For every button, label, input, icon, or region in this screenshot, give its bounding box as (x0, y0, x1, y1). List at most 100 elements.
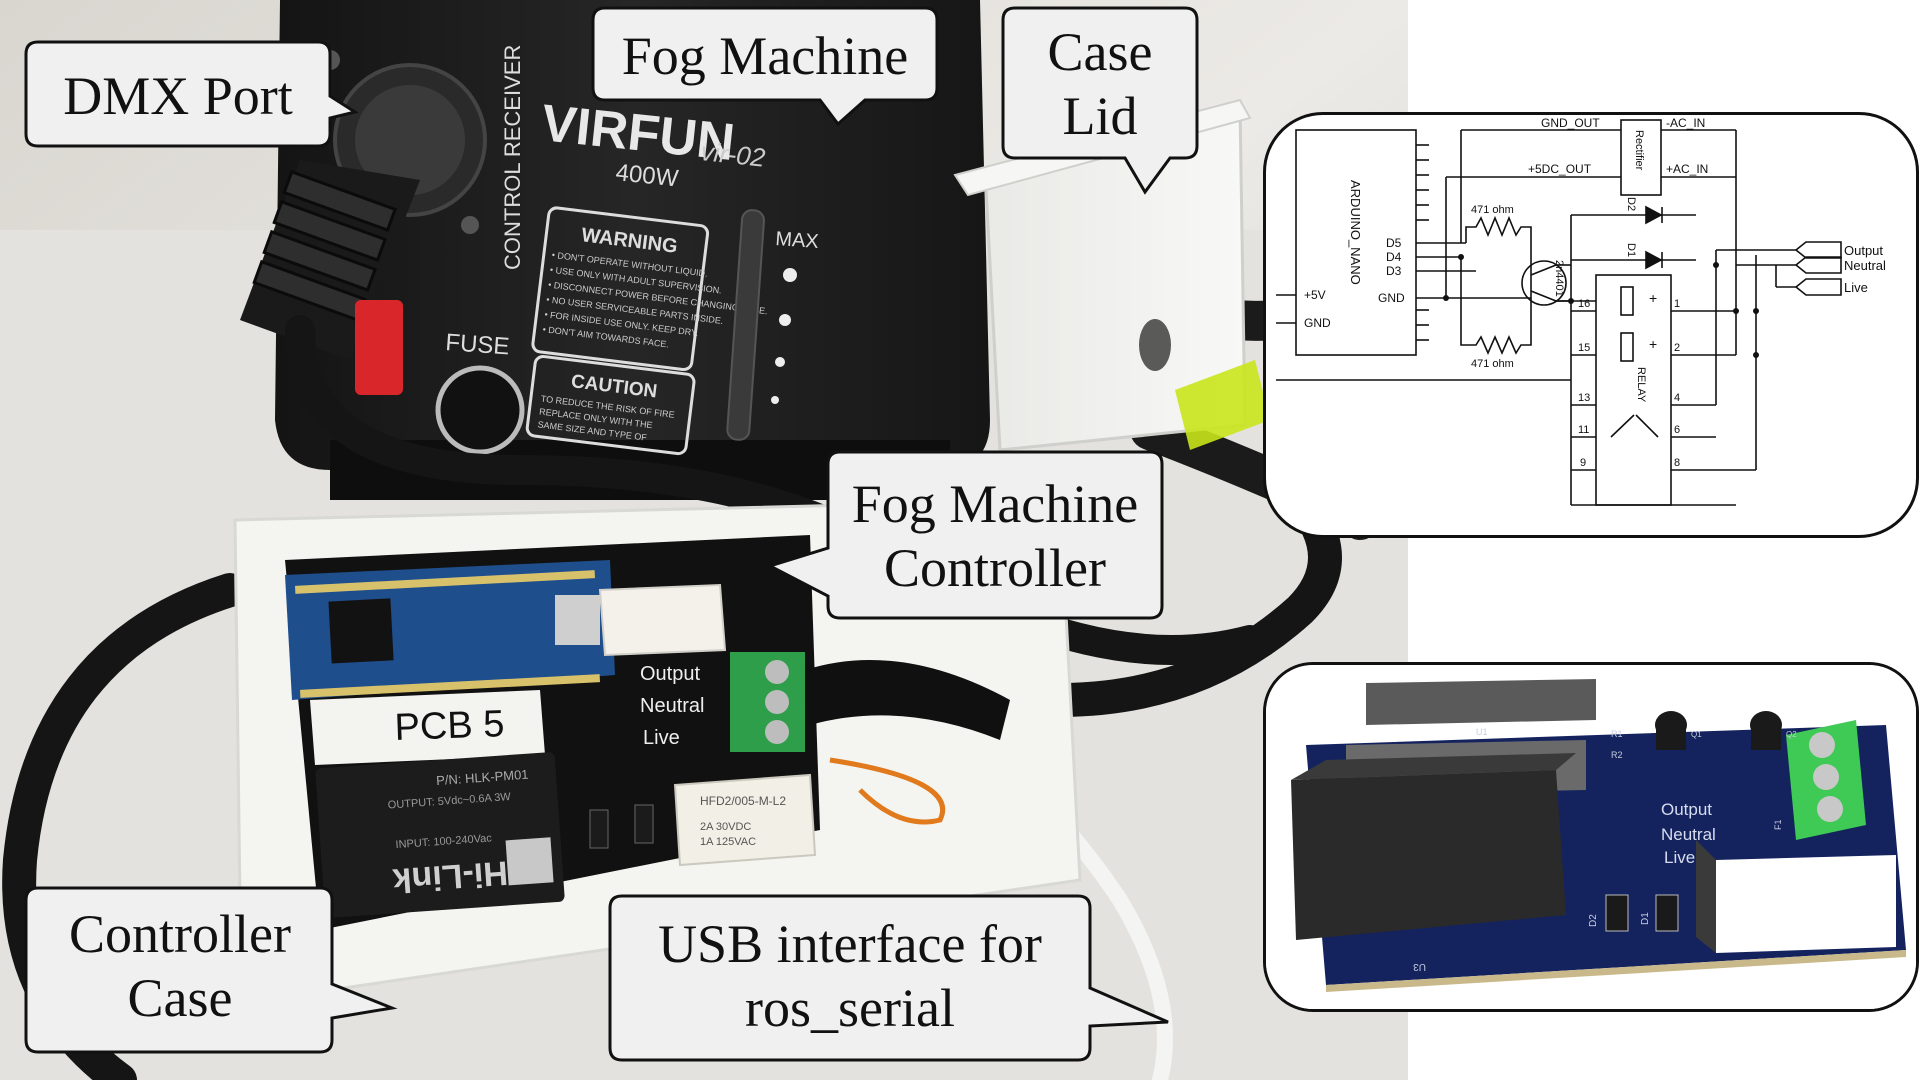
schematic-output-label: Live (1844, 280, 1868, 295)
level-dot (775, 357, 785, 367)
schematic-pin-label: +5V (1304, 288, 1326, 302)
schematic-output-label: Output (1844, 243, 1883, 258)
schematic-ac-in-plus: +AC_IN (1666, 162, 1708, 176)
callout-fog-machine-controller-text: Controller (884, 538, 1106, 598)
callout-usb-interface: USB interface for ros_serial (608, 894, 1169, 1062)
pcb3d-ref: R1 (1611, 729, 1623, 739)
pcb3d-ref: Q1 (1691, 730, 1702, 739)
pcb3d-ref: D2 (1588, 914, 1599, 927)
callout-controller-case: Controller Case (24, 886, 398, 1054)
usb-plug (598, 583, 727, 657)
diode-d1 (634, 804, 654, 844)
diode-d2-symbol (1645, 205, 1663, 225)
screw-icon (461, 216, 479, 234)
callout-fog-machine-text: Fog Machine (622, 26, 908, 86)
schematic-pin-label: GND (1378, 291, 1405, 305)
pcb-terminal-block (1786, 720, 1866, 840)
relay-component: HFD2/005-M-L2 2A 30VDC 1A 125VAC (673, 773, 817, 867)
power-module-brand: Hi-Link (391, 853, 509, 899)
qr-code (505, 837, 554, 886)
diode-d1-symbol (1645, 250, 1663, 270)
power-module-block (1291, 770, 1566, 940)
smd-diode-d1 (1655, 894, 1679, 932)
schematic-relay-pin: 8 (1674, 457, 1680, 469)
microcontroller-chip (328, 598, 394, 664)
schematic-relay-pin: 11 (1578, 424, 1589, 436)
schematic-diagram: ARDUINO_NANO +5V GND D5 D4 D3 GND GND_OU… (1276, 116, 1886, 506)
level-gauge (726, 209, 765, 441)
schematic-ac-in-minus: -AC_IN (1666, 116, 1705, 130)
board-terminal-label: Live (643, 727, 680, 749)
arduino-nano-board (285, 560, 615, 700)
level-dot (771, 396, 779, 404)
orange-wire (829, 757, 946, 825)
resistor-top (1465, 215, 1532, 265)
pcb3d-ref: Q2 (1786, 730, 1797, 739)
schematic-pin-label: D3 (1386, 264, 1402, 278)
callout-controller-case-text: Case (128, 968, 233, 1028)
output-port-flag (1794, 278, 1842, 296)
level-dot (783, 268, 797, 282)
max-label: MAX (775, 228, 820, 253)
pcb3d-terminal-label: Neutral (1661, 825, 1716, 844)
schematic-relay-plus: + (1649, 336, 1657, 352)
control-receiver-label: CONTROL RECEIVER (500, 45, 525, 270)
pcb3d-ref: D1 (1640, 912, 1651, 925)
callout-case-lid-text: Lid (1063, 86, 1138, 146)
pcb3d-ref: F1 (1773, 819, 1783, 830)
schematic-resistor-label: 471 ohm (1471, 358, 1514, 370)
relay-model: HFD2/005-M-L2 (700, 794, 786, 808)
pcb3d-ref: R2 (1611, 750, 1623, 760)
callout-fog-machine-controller: Fog Machine Controller (766, 450, 1164, 620)
callout-dmx-port: DMX Port (24, 40, 359, 148)
fuse-holder (435, 365, 525, 455)
power-switch (355, 300, 403, 395)
schematic-inset: ARDUINO_NANO +5V GND D5 D4 D3 GND GND_OU… (1263, 112, 1919, 538)
power-module-pn: P/N: HLK-PM01 (436, 767, 529, 788)
schematic-relay-pin: 1 (1674, 298, 1680, 310)
schematic-vdc-out: +5DC_OUT (1528, 162, 1592, 176)
pcb-label-sticker: PCB 5 (310, 690, 545, 765)
photo-scene: FUSE CONTROL RECEIVER VIRFUN vir-02 400W… (0, 0, 1408, 1080)
pcb3d-terminal-label: Live (1664, 848, 1695, 867)
smd-diode-d2 (1605, 894, 1629, 932)
schematic-relay-pin: 16 (1578, 298, 1590, 310)
board-terminal-label: Output (640, 663, 700, 685)
pin-header (1366, 679, 1596, 725)
dmx-connector (240, 63, 487, 360)
callout-controller-case-text: Controller (69, 904, 291, 964)
terminal-block (730, 652, 805, 752)
power-module: P/N: HLK-PM01 OUTPUT: 5Vdc~0.6A 3W INPUT… (315, 752, 565, 918)
pcb3d-ref: U3 (1413, 961, 1426, 972)
relay-block (1716, 855, 1896, 953)
callout-dmx-port-text: DMX Port (63, 66, 293, 126)
level-dot (779, 314, 791, 326)
fuse-label: FUSE (445, 329, 511, 360)
callout-case-lid: Case Lid (1001, 6, 1199, 195)
schematic-gnd-out: GND_OUT (1541, 116, 1600, 130)
schematic-diode-label: D1 (1625, 243, 1637, 257)
usb-connector (555, 595, 600, 645)
schematic-relay-pin: 13 (1578, 392, 1590, 404)
pcb-label: PCB 5 (394, 703, 505, 749)
relay-rating: 2A 30VDC (700, 821, 751, 833)
schematic-pin-label: GND (1304, 316, 1331, 330)
pcb3d-ref: U1 (1476, 727, 1488, 737)
schematic-pin-label: D4 (1386, 250, 1402, 264)
schematic-pin-label: D5 (1386, 236, 1402, 250)
resistor-bottom (1460, 257, 1532, 355)
arduino-pin-ticks (1416, 144, 1429, 341)
transistor-symbol (1521, 260, 1567, 306)
schematic-resistor-label: 471 ohm (1471, 204, 1514, 216)
pcb-3d-render: Output Neutral Live U1 R1 R2 Q1 Q2 D2 D1… (1266, 665, 1916, 1009)
schematic-relay-plus: + (1649, 290, 1657, 306)
yellow-tape (1175, 360, 1270, 450)
callout-case-lid-text: Case (1048, 22, 1153, 82)
schematic-rectifier: Rectifier (1633, 130, 1645, 171)
schematic-relay-pin: 9 (1580, 457, 1586, 469)
relay-rating: 1A 125VAC (700, 836, 756, 848)
diode-d2 (589, 809, 609, 849)
output-port-flag (1794, 241, 1842, 259)
schematic-relay-pin: 6 (1674, 424, 1680, 436)
schematic-diode-label: D2 (1625, 197, 1637, 211)
